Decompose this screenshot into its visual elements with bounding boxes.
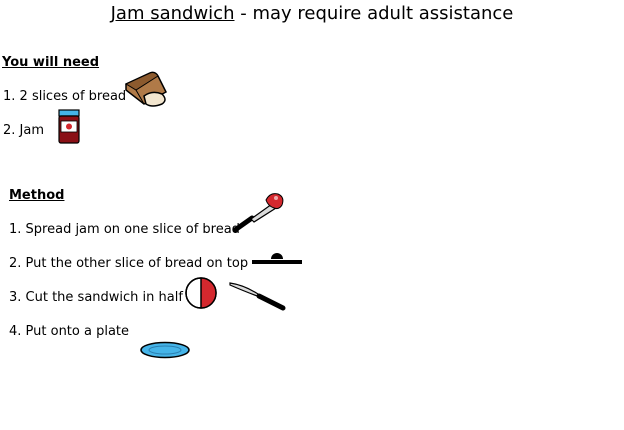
method-step-4: 4. Put onto a plate [9,324,130,339]
needs-item-jam: 2. Jam [3,123,44,138]
cutting-knife-icon [229,282,286,311]
needs-heading: You will need [2,55,100,70]
method-heading: Method [9,188,65,203]
method-step-1: 1. Spread jam on one slice of bread [9,222,240,237]
page-title: Jam sandwich - may require adult assista… [0,3,624,24]
half-circle-icon [185,277,217,309]
plate-icon [140,341,190,359]
bread-loaf-icon [124,71,167,107]
method-step-2: 2. Put the other slice of bread on top [9,256,249,271]
knife-with-jam-icon [232,193,284,233]
page-title-suffix: - may require adult assistance [234,3,514,24]
needs-item-bread: 1. 2 slices of bread [3,89,127,104]
method-step-3: 3. Cut the sandwich in half [9,290,183,305]
jam-jar-icon [58,109,80,144]
page-title-main: Jam sandwich [110,3,235,24]
on-top-symbol-icon [252,253,302,264]
